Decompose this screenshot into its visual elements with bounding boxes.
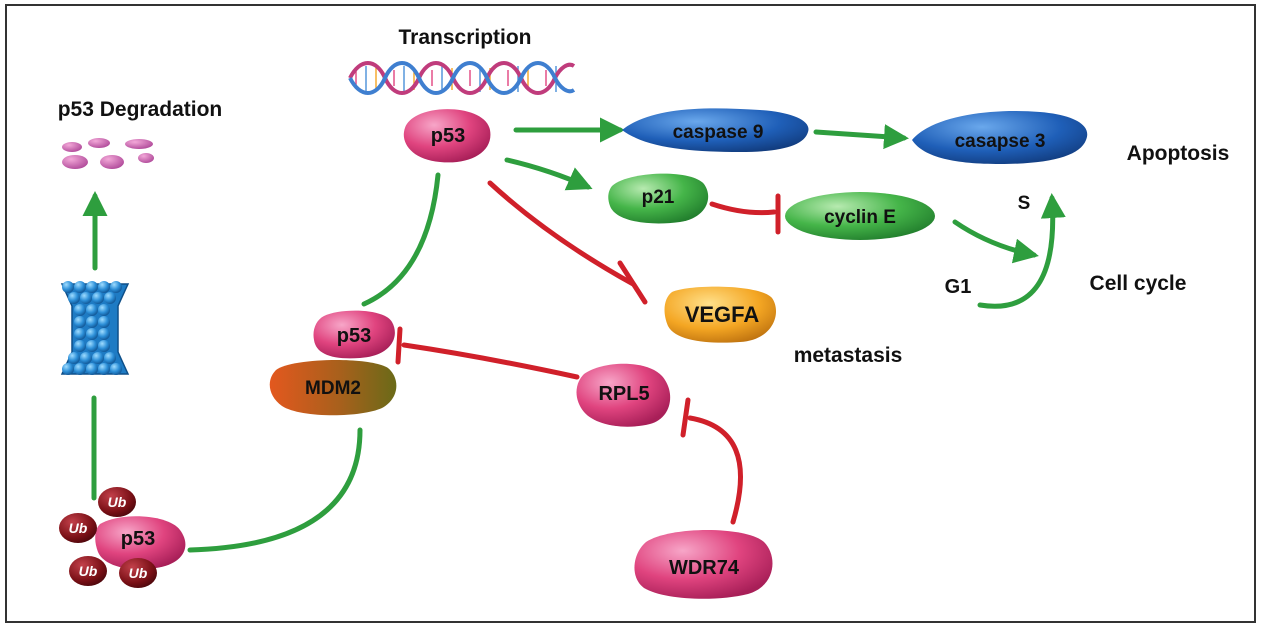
node-mdm2: MDM2 bbox=[269, 359, 397, 416]
rpl5-inhibits-mdm2 bbox=[401, 342, 580, 380]
cyclinE-label: cyclin E bbox=[824, 207, 896, 228]
ubiquitin-tag: Ub bbox=[59, 513, 97, 543]
mdm2-ubiquitination-line bbox=[187, 427, 363, 553]
cyclinE-to-S-arrow bbox=[952, 219, 1039, 264]
mdm2-label: MDM2 bbox=[305, 378, 361, 399]
p53-complex-label: p53 bbox=[337, 325, 371, 347]
node-ubiquitinated-p53: p53 Ub Ub Ub Ub bbox=[59, 487, 186, 588]
degraded-p53-fragments-icon bbox=[62, 138, 154, 169]
node-rpl5: RPL5 bbox=[576, 363, 671, 427]
transcription-label: Transcription bbox=[398, 26, 531, 49]
ub-label: Ub bbox=[69, 520, 88, 536]
node-wdr74: WDR74 bbox=[634, 530, 773, 599]
node-cyclinE: cyclin E bbox=[785, 192, 935, 240]
ubiquitin-tag: Ub bbox=[119, 558, 157, 588]
s-phase-label: S bbox=[1018, 193, 1031, 214]
ub-label: Ub bbox=[108, 494, 127, 510]
rpl5-inhibition-bar bbox=[680, 397, 691, 438]
metastasis-label: metastasis bbox=[794, 344, 903, 367]
apoptosis-label: Apoptosis bbox=[1127, 142, 1230, 165]
node-p21: p21 bbox=[608, 173, 709, 224]
node-caspase9: caspase 9 bbox=[622, 108, 809, 152]
p21-inhibits-cyclinE bbox=[709, 201, 777, 216]
figure-frame bbox=[5, 4, 1256, 623]
caspase9-to-caspase3-arrow bbox=[813, 124, 909, 150]
dna-helix-icon bbox=[348, 61, 576, 95]
p53-degradation-label: p53 Degradation bbox=[58, 98, 223, 121]
ubiquitin-tag: Ub bbox=[69, 556, 107, 586]
caspase3-label: casapse 3 bbox=[955, 131, 1046, 152]
p53-ub-label: p53 bbox=[121, 528, 155, 550]
G1-to-S-arrow bbox=[977, 193, 1066, 309]
p53-top-label: p53 bbox=[431, 125, 465, 147]
node-p53-mdm2-complex: p53 MDM2 bbox=[269, 310, 397, 416]
ub-label: Ub bbox=[129, 565, 148, 581]
p53-mdm2-binding-line bbox=[361, 172, 441, 307]
vegfa-label: VEGFA bbox=[685, 302, 760, 327]
p53-to-p21-arrow bbox=[504, 157, 593, 191]
mdm2-inhibition-bar bbox=[395, 326, 403, 365]
node-caspase3: casapse 3 bbox=[912, 111, 1088, 164]
ub-label: Ub bbox=[79, 563, 98, 579]
p53-inhibits-vegfa bbox=[487, 180, 636, 287]
wdr74-label: WDR74 bbox=[669, 557, 740, 579]
vegfa-inhibition-bar bbox=[617, 260, 648, 305]
node-vegfa: VEGFA bbox=[664, 286, 777, 343]
rpl5-label: RPL5 bbox=[598, 383, 649, 405]
proteasome-icon bbox=[60, 281, 130, 375]
node-p53-top: p53 bbox=[403, 109, 491, 163]
ubiquitin-tag: Ub bbox=[98, 487, 136, 517]
cell-cycle-label: Cell cycle bbox=[1090, 272, 1187, 295]
p21-label: p21 bbox=[642, 187, 675, 208]
caspase9-label: caspase 9 bbox=[673, 122, 764, 143]
wdr74-inhibits-rpl5 bbox=[687, 415, 743, 525]
g1-phase-label: G1 bbox=[945, 276, 972, 298]
node-p53-complex: p53 bbox=[313, 310, 395, 359]
